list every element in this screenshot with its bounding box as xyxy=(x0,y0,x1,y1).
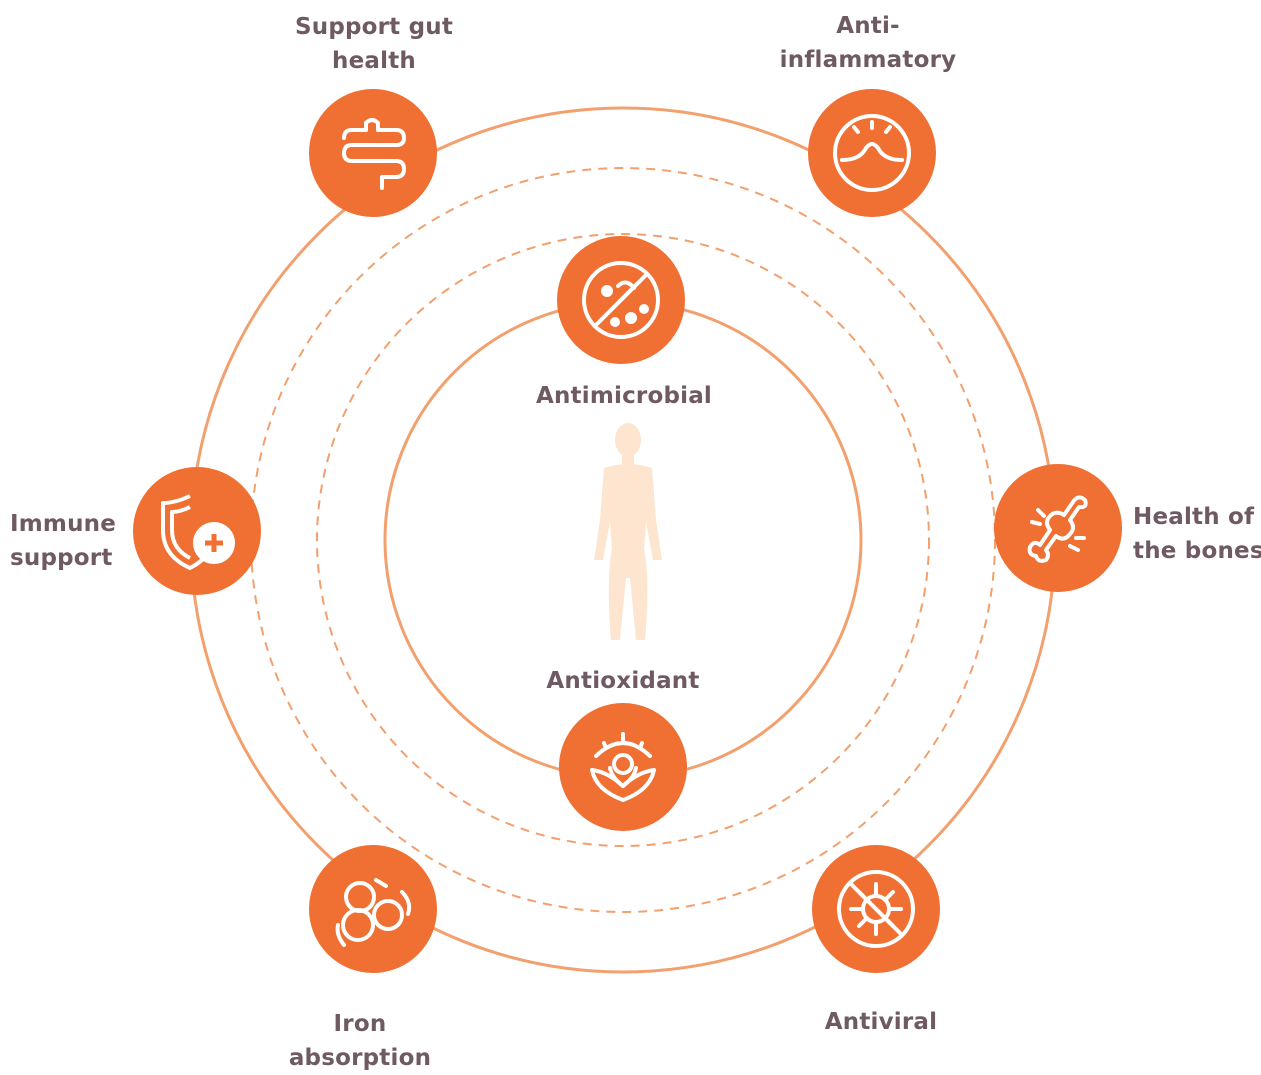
antioxidant-label-text: Antioxidant xyxy=(546,668,700,694)
anti-inflammatory-label-line2: inflammatory xyxy=(779,47,957,73)
immune-support-label: Immune support xyxy=(10,507,116,575)
iron-absorption-label: Iron absorption xyxy=(289,1007,431,1075)
antiviral-node xyxy=(812,845,940,973)
dashed-ring-inner xyxy=(316,233,930,847)
no-bacteria-icon xyxy=(582,261,660,339)
antimicrobial-label-text: Antimicrobial xyxy=(535,383,713,409)
iron-absorption-label-line2: absorption xyxy=(288,1045,432,1071)
antioxidant-node xyxy=(559,703,687,831)
gut-health-label: Support gut health xyxy=(295,10,453,78)
no-virus-icon xyxy=(837,870,915,948)
anti-inflammatory-node xyxy=(808,89,936,217)
bones-health-label-line2: the bones xyxy=(1133,538,1261,564)
lotus-flower-icon xyxy=(590,732,656,802)
gut-health-label-line1: Support gut xyxy=(294,14,454,40)
bone-joint-icon xyxy=(1027,495,1088,563)
intestine-icon xyxy=(342,118,406,190)
bones-health-node xyxy=(994,464,1122,592)
gut-health-label-line2: health xyxy=(332,48,416,74)
iron-absorption-label-line1: Iron xyxy=(333,1011,387,1037)
immune-support-node xyxy=(133,467,261,595)
human-figure-icon xyxy=(594,423,662,640)
gut-health-node xyxy=(309,89,437,217)
anti-inflammatory-label: Anti- inflammatory xyxy=(780,9,957,77)
inflammation-icon xyxy=(833,114,911,192)
immune-support-label-line1: Immune xyxy=(10,511,117,537)
bones-health-label: Health of the bones xyxy=(1133,500,1261,568)
shield-plus-icon xyxy=(161,494,235,570)
antiviral-label: Antiviral xyxy=(825,1005,937,1039)
immune-support-label-line2: support xyxy=(10,545,113,571)
antiviral-label-text: Antiviral xyxy=(824,1009,938,1035)
antimicrobial-label: Antimicrobial xyxy=(536,379,712,413)
antimicrobial-node xyxy=(557,236,685,364)
bones-health-label-line1: Health of xyxy=(1133,504,1255,530)
antioxidant-label: Antioxidant xyxy=(546,664,699,698)
iron-absorption-node xyxy=(309,845,437,973)
anti-inflammatory-label-line1: Anti- xyxy=(836,13,900,39)
blood-cells-icon xyxy=(335,878,412,947)
